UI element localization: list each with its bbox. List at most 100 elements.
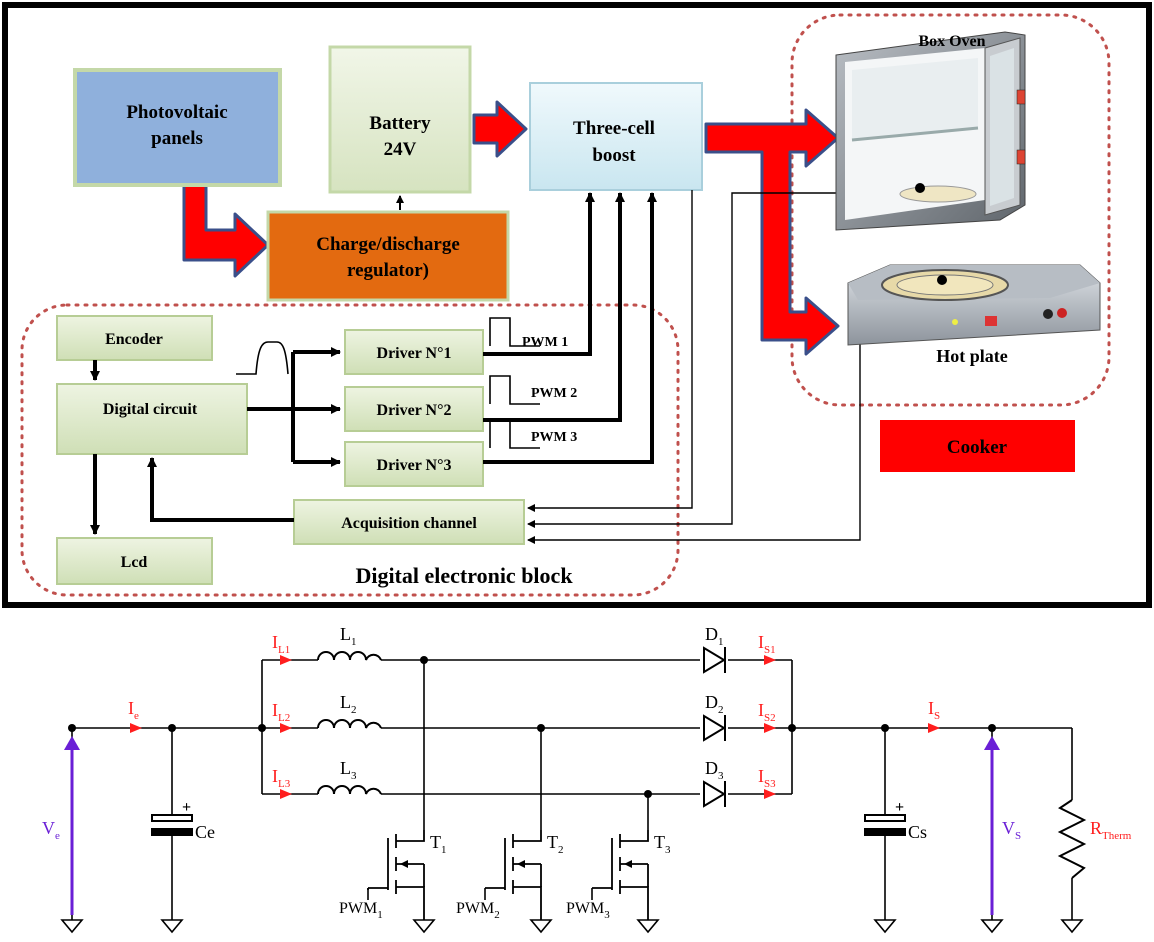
pv-panels-block: Photovoltaic panels	[73, 68, 282, 187]
is3-label: I	[758, 766, 764, 786]
power-flow-arrows	[182, 100, 840, 356]
inductor-l2	[317, 719, 382, 729]
diodes	[703, 646, 726, 808]
encoder-block: Encoder	[56, 315, 213, 361]
ce-label: Ce	[195, 822, 215, 842]
digital-circuit-label: Digital circuit	[103, 401, 198, 418]
digital-circuit-block: Digital circuit	[56, 383, 248, 455]
svg-text:Ie: Ie	[128, 698, 139, 722]
pwm1-line	[483, 192, 595, 356]
inductor-l3	[317, 785, 382, 795]
acquisition-block: Acquisition channel	[293, 499, 525, 545]
pv-label-line2: panels	[151, 128, 203, 149]
il1-label: I	[272, 632, 278, 652]
svg-text:IS2: IS2	[758, 700, 776, 724]
svg-text:T3: T3	[654, 832, 671, 856]
resistor-rtherm	[1057, 799, 1087, 879]
pwm3-pulse-icon	[489, 419, 540, 449]
cs-plus: +	[895, 799, 904, 816]
diode-d1	[703, 646, 726, 674]
circuit-wires	[71, 659, 1073, 920]
pwm1-label: PWM 1	[522, 335, 568, 350]
rtherm-label: R	[1090, 818, 1102, 838]
transistors	[367, 830, 649, 920]
d3-label: D	[705, 758, 718, 778]
battery-to-boost-arrow	[472, 100, 528, 158]
ve-label: V	[42, 818, 55, 838]
acquisition-to-digital-arrow	[147, 457, 294, 522]
digital-block-title: Digital electronic block	[355, 563, 573, 588]
cooker-region	[790, 13, 1111, 407]
digital-block-region	[20, 303, 680, 597]
pwm2-label: PWM 2	[531, 386, 577, 401]
svg-text:L3: L3	[340, 758, 357, 782]
lcd-label: Lcd	[121, 554, 148, 571]
l2-label: L	[340, 692, 351, 712]
regulator-label-line2: regulator)	[347, 260, 429, 281]
l3-label: L	[340, 758, 351, 778]
gate-wires	[367, 888, 593, 900]
is2-label: I	[758, 700, 764, 720]
encoder-label: Encoder	[105, 331, 163, 348]
capacitors	[151, 814, 906, 836]
battery-label-line1: Battery	[369, 113, 431, 134]
pv-label-line1: Photovoltaic	[126, 102, 227, 123]
svg-text:Ve: Ve	[42, 818, 60, 842]
l1-label: L	[340, 624, 351, 644]
capacitor-ce-plate1	[151, 814, 193, 822]
is1-label: I	[758, 632, 764, 652]
svg-text:VS: VS	[1002, 818, 1021, 842]
svg-text:PWM1: PWM1	[339, 900, 383, 921]
transistor-t3	[592, 830, 649, 920]
oven-sense-line	[527, 192, 920, 528]
cs-label: Cs	[908, 822, 927, 842]
boost-to-cooker-arrow	[704, 108, 840, 356]
svg-text:D1: D1	[705, 624, 724, 648]
plate-probe-dot	[937, 275, 947, 285]
pwm3-line	[483, 192, 657, 464]
boost-sense-line	[527, 190, 693, 512]
pwm3-gate-label: PWM	[566, 900, 604, 917]
inductors	[317, 651, 382, 795]
il2-label: I	[272, 700, 278, 720]
t3-label: T	[654, 832, 665, 852]
svg-text:D2: D2	[705, 692, 724, 716]
svg-text:PWM2: PWM2	[456, 900, 500, 921]
pwm2-gate-label: PWM	[456, 900, 494, 917]
svg-text:PWM3: PWM3	[566, 900, 610, 921]
cooker-badge: Cooker	[880, 420, 1075, 472]
pwm3-label: PWM 3	[531, 430, 577, 445]
inductor-l1	[317, 651, 382, 661]
vs-label: V	[1002, 818, 1015, 838]
driver2-label: Driver N°2	[377, 402, 452, 419]
driver3-block: Driver N°3	[344, 441, 484, 487]
svg-text:IL3: IL3	[272, 766, 291, 790]
boost-label-line2: boost	[592, 145, 636, 166]
box-oven-image: Box Oven	[835, 31, 1026, 231]
oven-probe-dot	[915, 183, 925, 193]
svg-text:L2: L2	[340, 692, 357, 716]
digital-connectors	[90, 192, 657, 535]
svg-text:L1: L1	[340, 624, 357, 648]
pwm1-gate-label: PWM	[339, 900, 377, 917]
voltage-arrows	[64, 736, 1000, 915]
capacitor-ce-plate2	[151, 828, 193, 836]
capacitor-cs-plate2	[864, 828, 906, 836]
regulator-block: Charge/discharge regulator)	[266, 210, 510, 302]
circuit-labels: Ve Ie Ce + IL1 IL2 IL3 L1 L2 L3 D1 D2 D3…	[42, 624, 1132, 921]
ce-plus: +	[182, 799, 191, 816]
pv-to-regulator-arrow	[182, 183, 270, 278]
boost-block: Three-cell boost	[529, 82, 703, 191]
acquisition-label: Acquisition channel	[341, 515, 477, 532]
d2-label: D	[705, 692, 718, 712]
current-arrows	[130, 655, 940, 799]
svg-text:T1: T1	[430, 832, 447, 856]
ground-symbols	[60, 919, 1084, 934]
is-label: I	[928, 698, 934, 718]
diode-d2	[703, 714, 726, 742]
svg-text:IL2: IL2	[272, 700, 290, 724]
svg-text:D3: D3	[705, 758, 724, 782]
pwm2-pulse-icon	[489, 375, 540, 405]
t1-label: T	[430, 832, 441, 852]
